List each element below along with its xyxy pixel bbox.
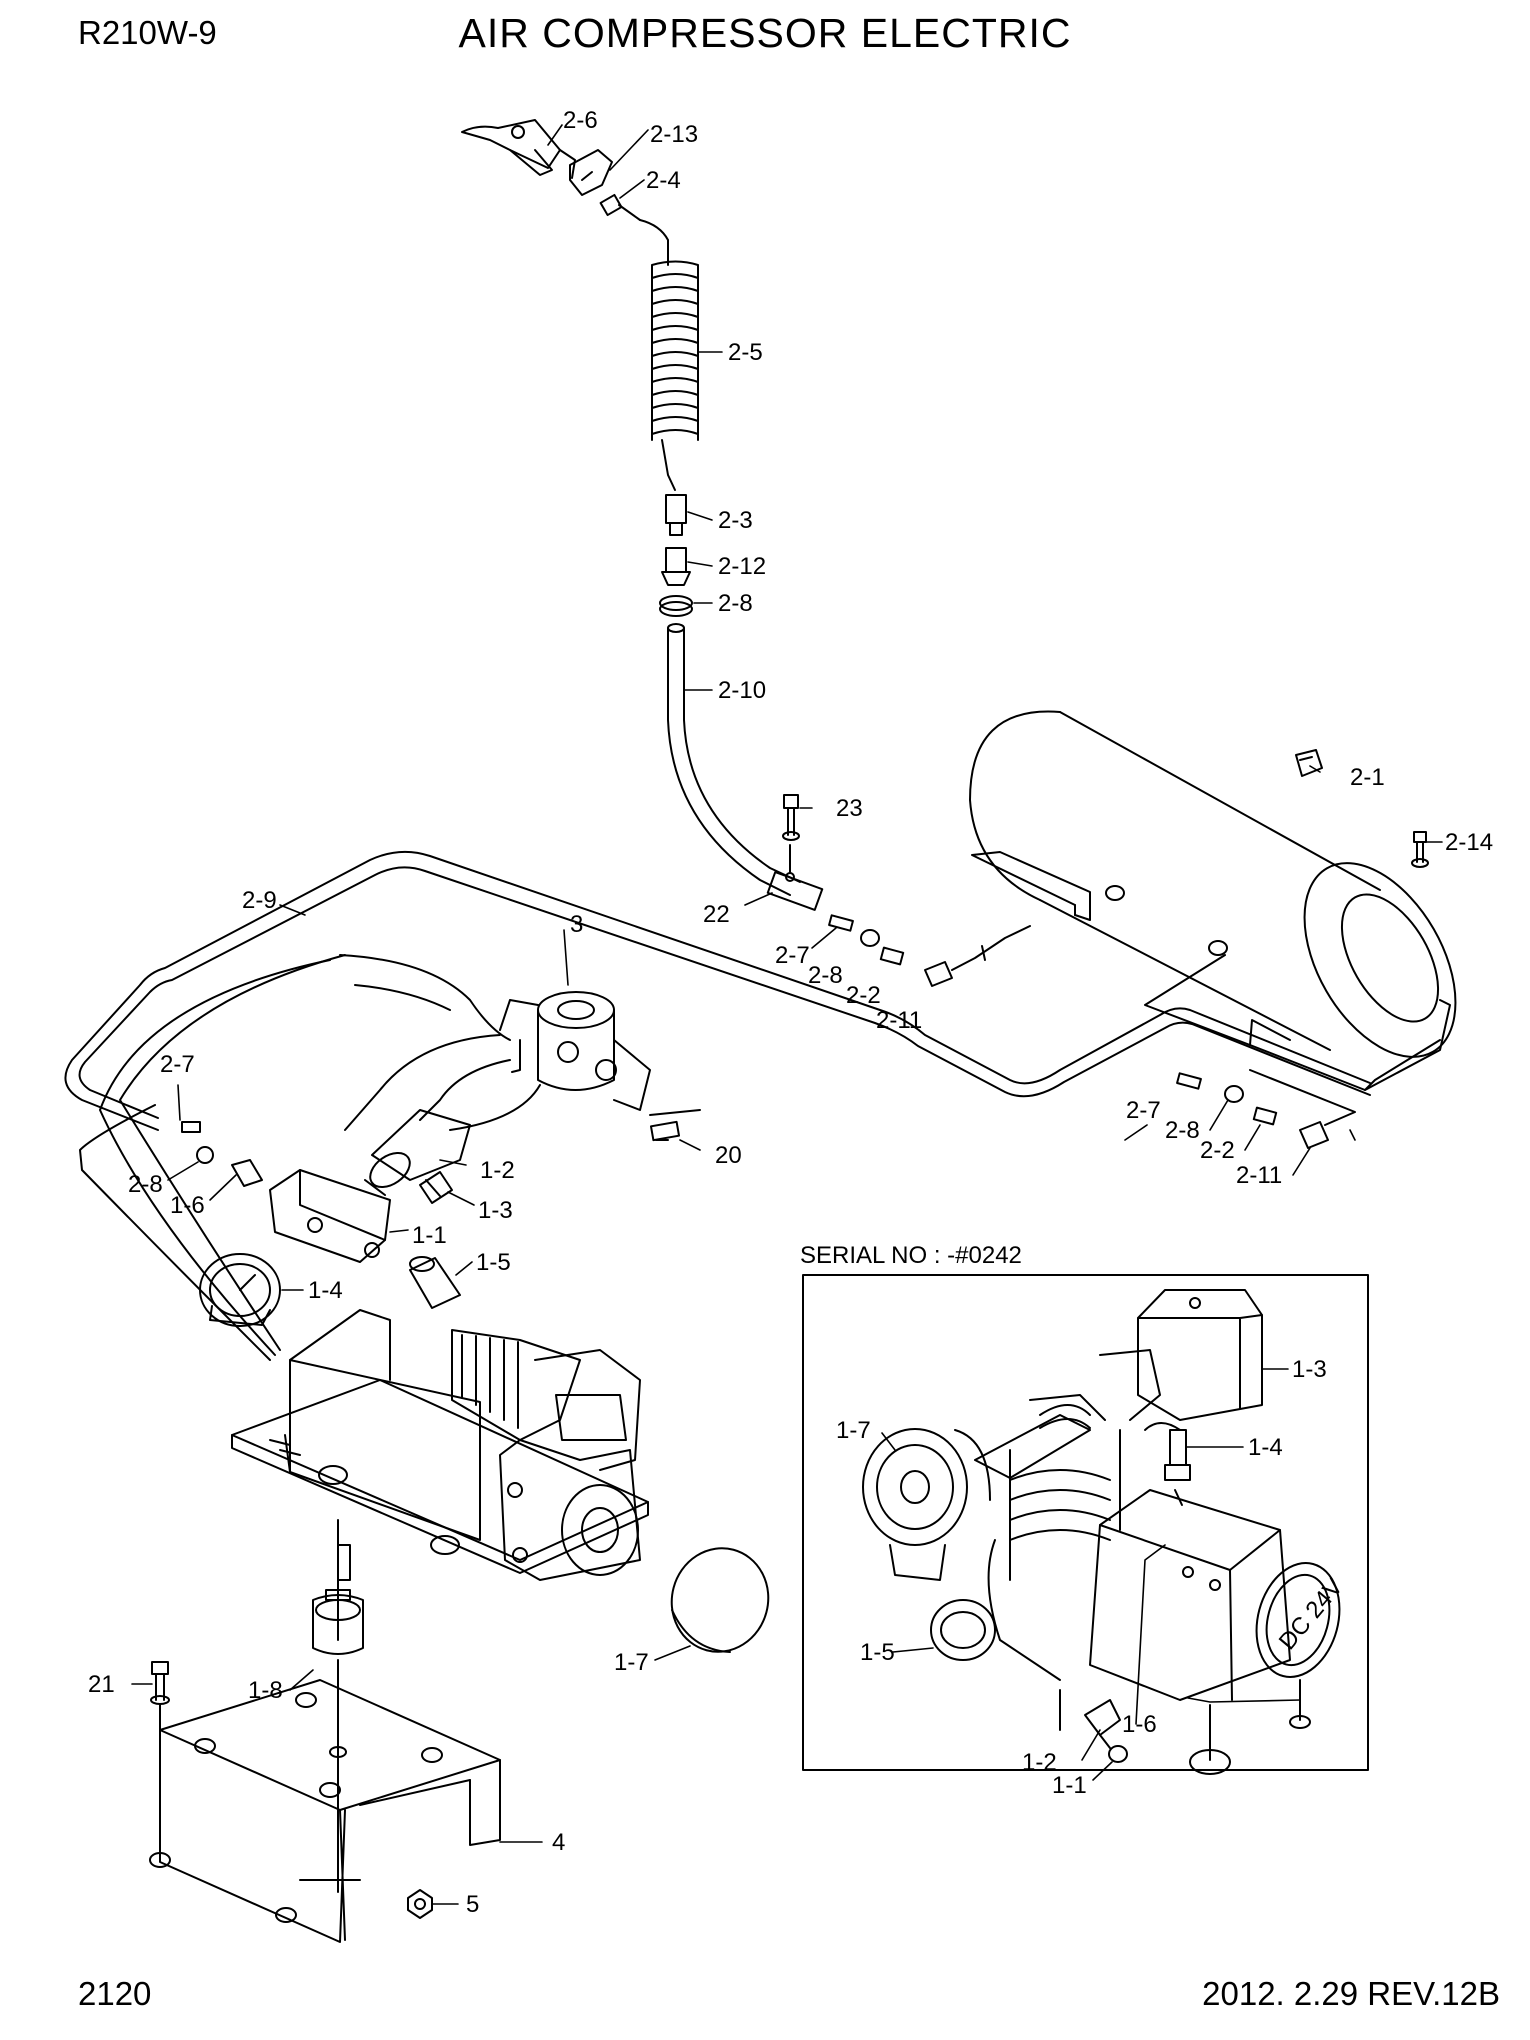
hose-fitting-top <box>599 193 641 221</box>
clamp-bolt <box>782 794 800 841</box>
callout-3: 3 <box>570 911 583 938</box>
callout-2-7-mid: 2-7 <box>775 942 810 969</box>
inset-switch-1-4 <box>1144 1422 1191 1506</box>
callout-1-8: 1-8 <box>248 1677 283 1704</box>
compressor-fuse-connector <box>337 1544 351 1581</box>
inset-fittings-1-1-1-2 <box>1084 1699 1128 1763</box>
serial-number-label: SERIAL NO : -#0242 <box>800 1242 1022 1269</box>
callout-2-8-top: 2-8 <box>718 590 753 617</box>
callout-2-11-mid: 2-11 <box>876 1007 922 1034</box>
check-valve-1-2 <box>364 1109 471 1196</box>
callout-2-2-mid: 2-2 <box>846 982 881 1009</box>
callout-1-3: 1-3 <box>478 1197 513 1224</box>
coiled-hose <box>639 219 699 491</box>
leader-lines <box>131 124 1443 1905</box>
callout-2-8-right: 2-8 <box>1165 1117 1200 1144</box>
callout-2-3: 2-3 <box>718 507 753 534</box>
callout-1-1: 1-1 <box>412 1222 447 1249</box>
compressor-cylinder <box>284 1309 481 1541</box>
callout-21: 21 <box>88 1671 115 1698</box>
callout-4: 4 <box>552 1829 565 1856</box>
callout-2-8-left: 2-8 <box>128 1171 163 1198</box>
callout-1-5: 1-5 <box>476 1249 511 1276</box>
callout-2-2-right: 2-2 <box>1200 1137 1235 1164</box>
inset-frame <box>802 1274 1369 1771</box>
page-title: AIR COMPRESSOR ELECTRIC <box>458 10 1072 56</box>
inset-callout-1-4: 1-4 <box>1248 1434 1283 1461</box>
revision-date: 2012. 2.29 REV.12B <box>1202 1975 1500 2012</box>
inset-gauge-1-5 <box>930 1599 996 1661</box>
bolt-21 <box>150 1661 170 1731</box>
tank-ports <box>1105 885 1251 1046</box>
lower-right-fittings <box>1176 1069 1356 1149</box>
model-number: R210W-9 <box>78 14 217 51</box>
tank-mount-bolt <box>1411 831 1429 868</box>
nut-5 <box>299 1751 433 1919</box>
tank-plug <box>1295 749 1323 777</box>
inset-callout-1-3: 1-3 <box>1292 1356 1327 1383</box>
callout-23: 23 <box>836 795 863 822</box>
callout-2-9: 2-9 <box>242 887 277 914</box>
nipple-1-3 <box>419 1171 453 1204</box>
inset-callout-labels: 1-3 1-4 1-7 1-5 1-6 1-2 1-1 <box>836 1356 1327 1799</box>
inset-compressor <box>974 1289 1341 1701</box>
callout-2-11-right: 2-11 <box>1236 1162 1282 1189</box>
long-air-line <box>64 850 1371 1131</box>
pressure-switch <box>499 991 651 1111</box>
callout-2-5: 2-5 <box>728 339 763 366</box>
supply-tube <box>667 623 801 896</box>
mounting-bracket-4 <box>149 1679 501 1943</box>
page-number: 2120 <box>78 1975 152 2012</box>
gun-chuck <box>569 149 613 196</box>
callout-1-4: 1-4 <box>308 1277 343 1304</box>
air-tank <box>969 710 1457 1058</box>
callout-2-8-mid: 2-8 <box>808 962 843 989</box>
callout-1-7: 1-7 <box>614 1649 649 1676</box>
callout-2-7-right: 2-7 <box>1126 1097 1161 1124</box>
tube-clamp <box>766 844 824 911</box>
tank-saddle-front <box>971 851 1091 921</box>
inset-callout-1-2: 1-2 <box>1022 1749 1057 1776</box>
gauge-1-4 <box>199 1253 281 1327</box>
inset-air-filter-1-7 <box>862 1428 991 1581</box>
callout-22: 22 <box>703 901 730 928</box>
callout-2-6: 2-6 <box>563 107 598 134</box>
inset-callout-1-1: 1-1 <box>1052 1772 1087 1799</box>
compressor-head-fins <box>451 1329 641 1471</box>
callout-5: 5 <box>466 1891 479 1918</box>
callout-2-12: 2-12 <box>718 553 766 580</box>
callout-1-2: 1-2 <box>480 1157 515 1184</box>
compressor-end-cap <box>670 1547 770 1653</box>
fittings-left <box>181 1121 263 1187</box>
callout-2-10: 2-10 <box>718 677 766 704</box>
compressor-base-plate <box>231 1379 649 1574</box>
air-gun <box>461 119 576 179</box>
callout-2-14: 2-14 <box>1445 829 1493 856</box>
callout-20: 20 <box>715 1142 742 1169</box>
inset-callout-1-7: 1-7 <box>836 1417 871 1444</box>
inset-callout-1-6: 1-6 <box>1122 1711 1157 1738</box>
manifold-1-1 <box>269 1169 391 1263</box>
callout-2-13: 2-13 <box>650 121 698 148</box>
upper-fittings <box>828 914 1031 987</box>
callout-2-4: 2-4 <box>646 167 681 194</box>
callout-1-6: 1-6 <box>170 1192 205 1219</box>
nipple-1-5 <box>409 1256 461 1309</box>
callout-2-7-left: 2-7 <box>160 1051 195 1078</box>
inset-mount-1-6 <box>1059 1679 1311 1775</box>
inline-filter-1-8 <box>312 1589 364 1753</box>
hose-end-fittings <box>659 494 693 617</box>
callout-labels: 2-6 2-13 2-4 2-5 2-3 2-12 2-8 2-10 2-1 2… <box>88 107 1493 1918</box>
inset-callout-1-5: 1-5 <box>860 1639 895 1666</box>
bolt-20 <box>649 1109 701 1142</box>
compressor-motor <box>499 1439 641 1581</box>
tank-saddle-rear <box>1249 999 1451 1091</box>
callout-2-1: 2-1 <box>1350 764 1385 791</box>
